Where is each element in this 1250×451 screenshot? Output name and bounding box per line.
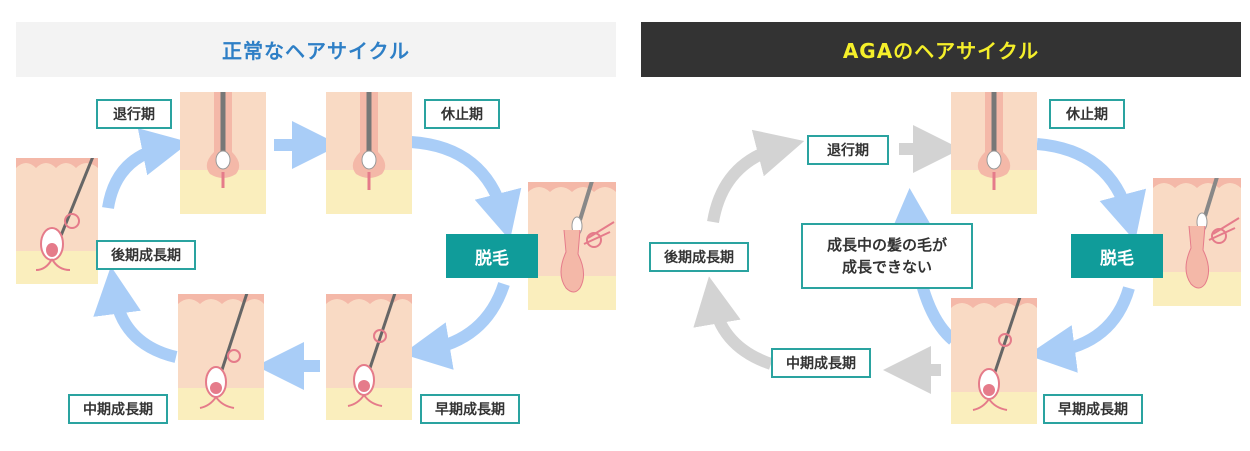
hair-catagen-image xyxy=(180,92,266,214)
hair-shedding-image xyxy=(1153,178,1241,306)
label-late-anagen: 後期成長期 xyxy=(649,242,749,272)
normal-cycle-arrows xyxy=(93,121,522,390)
label-telogen: 休止期 xyxy=(1049,99,1125,129)
arrow-late-to-catagen xyxy=(707,129,805,224)
label-late-anagen: 後期成長期 xyxy=(96,240,196,270)
hair-early-anagen-image xyxy=(326,294,412,420)
label-mid-anagen: 中期成長期 xyxy=(771,348,871,378)
aga-cycle-title: AGAのヘアサイクル xyxy=(641,22,1241,77)
hair-mid-anagen-image xyxy=(178,294,264,420)
hair-telogen-image xyxy=(326,92,412,214)
arrow-mid-to-late xyxy=(693,276,774,370)
aga-note-line-2: 成長できない xyxy=(841,258,932,276)
arrow-telogen-to-shedding xyxy=(1036,138,1147,242)
aga-note-line-1: 成長中の髪の毛が xyxy=(826,236,947,254)
arrow-mid-to-late xyxy=(93,266,178,363)
label-early-anagen: 早期成長期 xyxy=(420,394,520,424)
hair-late-anagen-image xyxy=(16,158,98,284)
normal-cycle-panel: 正常なヘアサイクル xyxy=(16,22,616,447)
label-early-anagen: 早期成長期 xyxy=(1043,394,1143,424)
arrow-shedding-to-early xyxy=(402,282,510,370)
label-catagen: 退行期 xyxy=(807,135,889,165)
label-mid-anagen: 中期成長期 xyxy=(68,394,168,424)
aga-note-box: 成長中の髪の毛が 成長できない xyxy=(801,223,973,289)
label-shedding: 脱毛 xyxy=(446,234,538,278)
label-telogen: 休止期 xyxy=(424,99,500,129)
label-shedding: 脱毛 xyxy=(1071,234,1163,278)
arrow-late-to-catagen xyxy=(102,128,190,210)
hair-early-anagen-image xyxy=(951,298,1037,424)
arrow-shedding-to-early xyxy=(1027,286,1135,373)
arrow-telogen-to-shedding xyxy=(410,136,522,241)
hair-telogen-image xyxy=(951,92,1037,214)
aga-cycle-panel: AGAのヘアサイクル xyxy=(641,22,1241,447)
label-catagen: 退行期 xyxy=(96,99,172,129)
hair-shedding-image xyxy=(528,182,616,310)
normal-cycle-title: 正常なヘアサイクル xyxy=(16,22,616,77)
